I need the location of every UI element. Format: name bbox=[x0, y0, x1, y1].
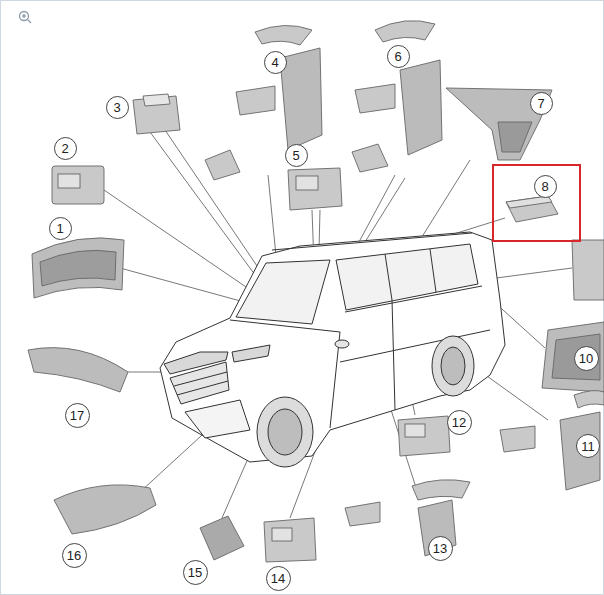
door-handle bbox=[412, 480, 470, 500]
hood-line bbox=[230, 320, 340, 332]
receiver-module bbox=[506, 196, 558, 222]
wheel-rim bbox=[441, 347, 465, 385]
control-module bbox=[52, 166, 104, 204]
door-handle bbox=[574, 391, 604, 408]
leader-lines bbox=[104, 130, 572, 518]
callout-number: 1 bbox=[49, 217, 72, 240]
callout-number: 8 bbox=[534, 175, 557, 198]
windshield bbox=[236, 260, 330, 324]
callout-number: 10 bbox=[574, 346, 599, 371]
module-label bbox=[272, 528, 292, 541]
module-label bbox=[296, 176, 318, 190]
latch-motor bbox=[236, 86, 275, 115]
control-module bbox=[398, 416, 450, 456]
latch-lock bbox=[345, 502, 380, 526]
belt-line bbox=[345, 286, 482, 312]
lamp-cluster bbox=[498, 122, 532, 152]
callout-number: 17 bbox=[65, 403, 90, 428]
wheel-rim bbox=[268, 409, 302, 455]
callout-number: 3 bbox=[106, 96, 129, 119]
tail-lamp bbox=[542, 322, 604, 392]
switch-buttons bbox=[143, 94, 170, 106]
latch-lock bbox=[352, 144, 388, 172]
module-label bbox=[58, 174, 80, 188]
leader-line bbox=[128, 372, 166, 373]
door-latch bbox=[400, 60, 442, 155]
callout-number: 4 bbox=[264, 51, 287, 74]
callout-number: 7 bbox=[530, 92, 553, 115]
latch-motor bbox=[355, 84, 395, 113]
callout-number: 16 bbox=[62, 543, 87, 568]
highlight-box bbox=[493, 165, 580, 241]
headlamp bbox=[232, 345, 270, 362]
callout-number: 13 bbox=[428, 536, 453, 561]
door-latch bbox=[560, 412, 600, 490]
module-label bbox=[405, 424, 425, 437]
cluster-screen bbox=[40, 250, 116, 286]
control-module bbox=[288, 168, 342, 210]
callout-number: 6 bbox=[387, 45, 410, 68]
callout-number: 2 bbox=[54, 137, 77, 160]
door-line bbox=[392, 300, 395, 410]
grille-bar bbox=[177, 381, 228, 395]
door-handle bbox=[255, 25, 312, 45]
components bbox=[28, 21, 604, 562]
headlamp-unit bbox=[28, 348, 128, 392]
callout-number: 5 bbox=[285, 144, 308, 167]
car-outline bbox=[160, 232, 505, 462]
zoom-lens bbox=[20, 12, 29, 21]
headlamp-unit bbox=[54, 485, 156, 534]
roof-rail bbox=[272, 233, 472, 250]
module-top bbox=[506, 196, 552, 208]
callout-number: 15 bbox=[183, 560, 208, 585]
zoom-plus bbox=[23, 14, 24, 18]
callout-number: 14 bbox=[266, 566, 291, 591]
zoom-icon bbox=[20, 12, 32, 24]
tail-lamp bbox=[446, 88, 552, 160]
callout-number: 11 bbox=[576, 434, 600, 458]
front-wheel bbox=[257, 397, 313, 467]
zoom-handle bbox=[28, 20, 32, 24]
control-module bbox=[264, 518, 316, 562]
leader-line bbox=[420, 160, 470, 240]
smart-key bbox=[200, 516, 244, 560]
pillar bbox=[430, 249, 436, 292]
latch-lock bbox=[205, 150, 240, 180]
door-handle bbox=[375, 21, 435, 42]
lamp-cluster bbox=[552, 334, 600, 380]
latch-lock bbox=[500, 426, 535, 452]
mirror bbox=[335, 340, 349, 348]
bumper bbox=[185, 400, 250, 438]
instrument-cluster bbox=[32, 238, 124, 298]
rear-wheel bbox=[432, 336, 474, 396]
pillar bbox=[385, 254, 392, 300]
car-body bbox=[160, 232, 505, 467]
callout-number: 12 bbox=[447, 410, 472, 435]
headlamp bbox=[164, 352, 228, 374]
control-module bbox=[572, 240, 604, 300]
